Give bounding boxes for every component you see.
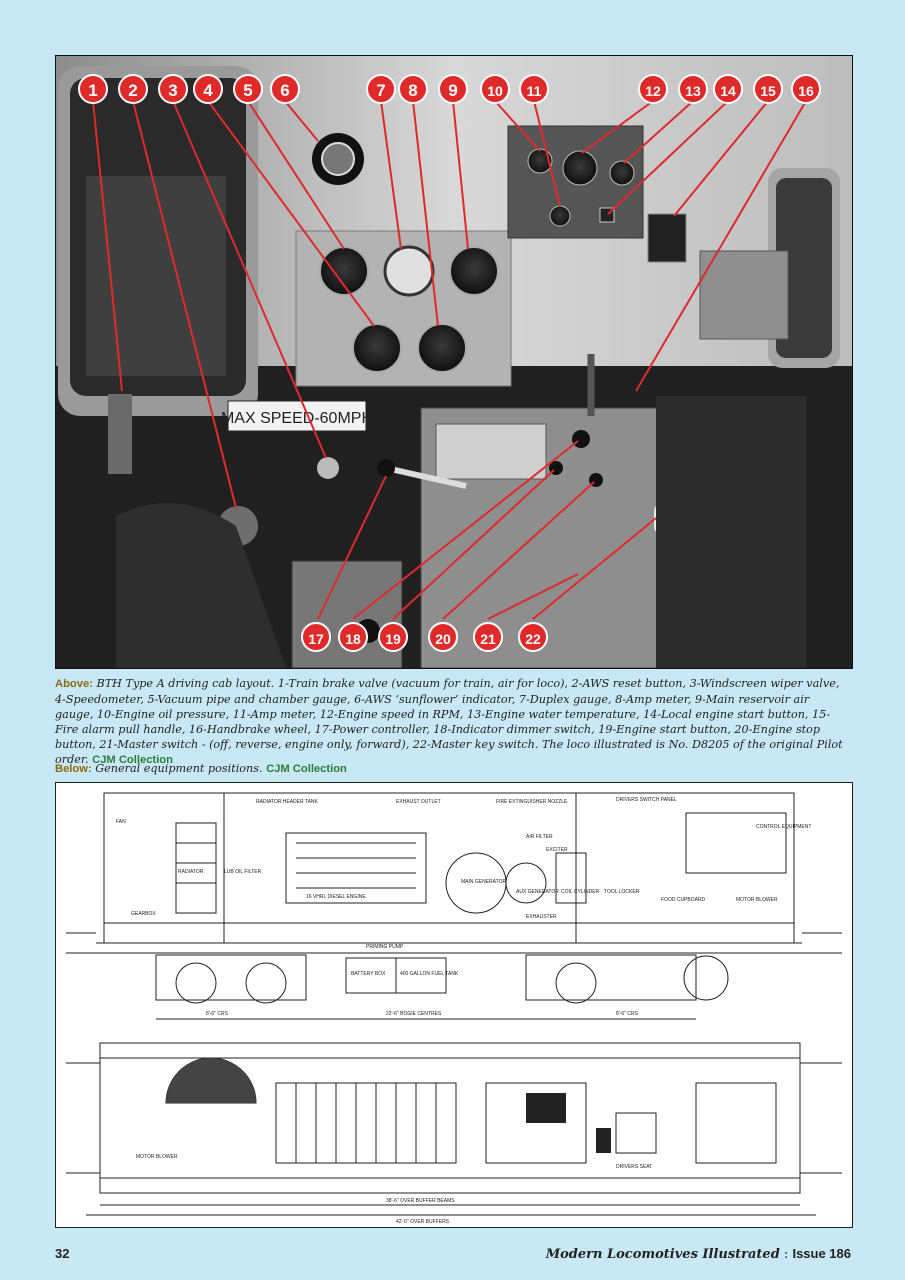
label-tool-locker: TOOL LOCKER — [604, 889, 640, 895]
cab-illustration: MAX SPEED-60MPH — [56, 56, 852, 668]
marker-14: 14 — [713, 74, 743, 104]
label-motor-blower: MOTOR BLOWER — [736, 897, 778, 903]
label-exciter: EXCITER — [546, 847, 568, 853]
marker-10: 10 — [480, 74, 510, 104]
label-main-generator: MAIN GENERATOR — [461, 879, 506, 885]
label-dim-over-buffers: 42'-0" OVER BUFFERS — [396, 1219, 450, 1225]
handbrake-cabinet — [656, 396, 806, 668]
duplex-gauge — [383, 245, 435, 297]
drawing-caption: Below: General equipment positions. CJM … — [55, 762, 851, 775]
fire-alarm-box — [647, 213, 687, 263]
marker-6: 6 — [270, 74, 300, 104]
marker-15: 15 — [753, 74, 783, 104]
wiper-valve — [317, 457, 339, 479]
issue-number: Issue 186 — [792, 1246, 851, 1261]
label-drivers-seat: DRIVERS SEAT — [616, 1164, 652, 1170]
label-radiator: RADIATOR — [178, 869, 204, 875]
vacuum-gauge — [352, 323, 402, 373]
photo-caption: Above: BTH Type A driving cab layout. 1-… — [55, 676, 851, 768]
marker-22: 22 — [518, 622, 548, 652]
train-brake-valve — [108, 394, 132, 474]
label-food-cupboard: FOOD CUPBOARD — [661, 897, 706, 903]
label-battery-box: BATTERY BOX — [351, 971, 386, 977]
drawing-caption-text: General equipment positions. — [95, 762, 263, 775]
label-dim-crs-right: 8'-6" CRS — [616, 1011, 639, 1017]
label-exhauster: EXHAUSTER — [526, 914, 557, 920]
label-lub-oil-filter: LUB OIL FILTER — [224, 869, 262, 875]
marker-7: 7 — [366, 74, 396, 104]
marker-21: 21 — [473, 622, 503, 652]
label-priming-pump: PRIMING PUMP — [366, 944, 404, 950]
label-gearbox: GEARBOX — [131, 911, 156, 917]
marker-3: 3 — [158, 74, 188, 104]
drawing-caption-lead: Below: — [55, 763, 92, 775]
cab-photo: MAX SPEED-60MPH — [55, 55, 853, 669]
label-fan: FAN — [116, 819, 126, 825]
drivers-seat — [116, 503, 286, 668]
drawing-caption-credit: CJM Collection — [266, 763, 347, 775]
footer-separator: : — [779, 1247, 793, 1262]
marker-19: 19 — [378, 622, 408, 652]
marker-2: 2 — [118, 74, 148, 104]
label-exhaust-outlet: EXHAUST OUTLET — [396, 799, 441, 805]
marker-13: 13 — [678, 74, 708, 104]
marker-8: 8 — [398, 74, 428, 104]
marker-11: 11 — [519, 74, 549, 104]
marker-20: 20 — [428, 622, 458, 652]
label-dim-crs-left: 8'-6" CRS — [206, 1011, 229, 1017]
caption-text: BTH Type A driving cab layout. 1-Train b… — [55, 677, 843, 766]
label-aux-generator: AUX GENERATOR — [516, 889, 559, 895]
marker-12: 12 — [638, 74, 668, 104]
leader-lines — [92, 100, 807, 620]
marker-4: 4 — [193, 74, 223, 104]
amp-meter-gauge — [417, 323, 467, 373]
marker-5: 5 — [233, 74, 263, 104]
label-drivers-switch-panel: DRIVERS SWITCH PANEL — [616, 797, 677, 803]
max-speed-sign — [227, 400, 367, 432]
marker-16: 16 — [791, 74, 821, 104]
marker-1: 1 — [78, 74, 108, 104]
label-coil-cylinder: COIL CYLINDER — [561, 889, 600, 895]
max-speed-sign-text: MAX SPEED-60MPH — [221, 410, 373, 427]
right-window — [776, 178, 832, 358]
marker-9: 9 — [438, 74, 468, 104]
caption-lead: Above: — [55, 678, 93, 690]
label-air-filter: AIR FILTER — [526, 834, 553, 840]
label-control-equipment: CONTROL EQUIPMENT — [756, 824, 811, 830]
marker-18: 18 — [338, 622, 368, 652]
magazine-footer: Modern Locomotives Illustrated : Issue 1… — [546, 1246, 851, 1262]
equipment-box — [699, 250, 789, 340]
general-arrangement-drawing: RADIATOR HEADER TANK EXHAUST OUTLET FIRE… — [66, 792, 842, 1225]
speedometer-gauge — [319, 246, 369, 296]
page-number: 32 — [55, 1246, 70, 1261]
label-diesel-engine: 16 VHRL DIESEL ENGINE — [306, 894, 366, 900]
label-fire-extinguisher: FIRE EXTINGUISHER NOZZLE — [496, 799, 568, 805]
label-plan-motor-blower: MOTOR BLOWER — [136, 1154, 178, 1160]
marker-17: 17 — [301, 622, 331, 652]
lower-switch-box — [291, 560, 403, 668]
label-fuel-tank: 400 GALLON FUEL TANK — [400, 971, 459, 977]
magazine-title: Modern Locomotives Illustrated — [545, 1247, 780, 1262]
label-radiator-header-tank: RADIATOR HEADER TANK — [256, 799, 319, 805]
label-dim-buffer-beams: 38'-6" OVER BUFFER BEAMS — [386, 1198, 455, 1204]
label-dim-bogie-centres: 22'-6" BOGIE CENTRES — [386, 1011, 442, 1017]
technical-drawing: RADIATOR HEADER TANK EXHAUST OUTLET FIRE… — [55, 782, 853, 1228]
reservoir-air-gauge — [449, 246, 499, 296]
caption-credit: CJM Collection — [92, 754, 173, 766]
